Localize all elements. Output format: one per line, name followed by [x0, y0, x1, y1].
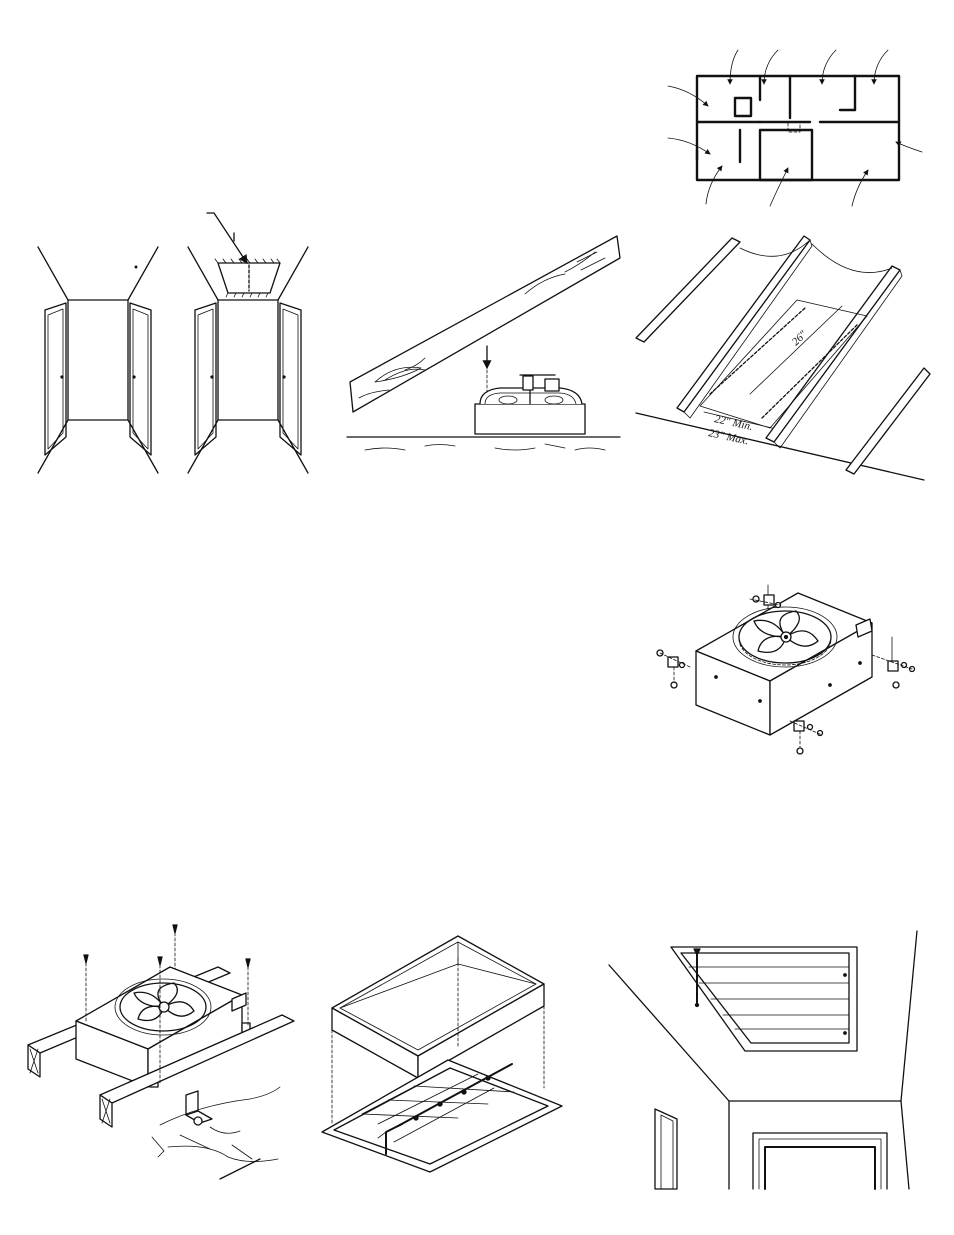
fan-joist-mounting-figure — [20, 915, 305, 1195]
hallway-ceiling-location-figure — [30, 205, 320, 480]
installed-ceiling-shutter-figure — [605, 925, 930, 1195]
fan-bracket-exploded-figure — [650, 575, 920, 765]
hallway-without-fan — [38, 247, 158, 473]
hallway-with-ceiling-fan — [188, 213, 308, 473]
ceiling-shutter — [322, 1060, 562, 1172]
back-doorway — [753, 1133, 887, 1189]
shutter-frame-box-figure — [318, 928, 568, 1173]
attic-rafter-clearance-figure — [345, 232, 625, 442]
fan-unit-side-view — [475, 375, 585, 434]
length-dimension-label: 26" — [790, 328, 810, 348]
frame-box — [332, 936, 544, 1078]
fan-housing — [696, 593, 872, 735]
rafter-spacing-figure: 26" 22" Min. 23" Max. — [632, 228, 932, 483]
ceiling-shutter-grille — [671, 947, 857, 1051]
rafter-board — [350, 236, 620, 412]
floor-plan-airflow-figure — [660, 40, 930, 210]
side-doorway — [655, 1109, 677, 1189]
